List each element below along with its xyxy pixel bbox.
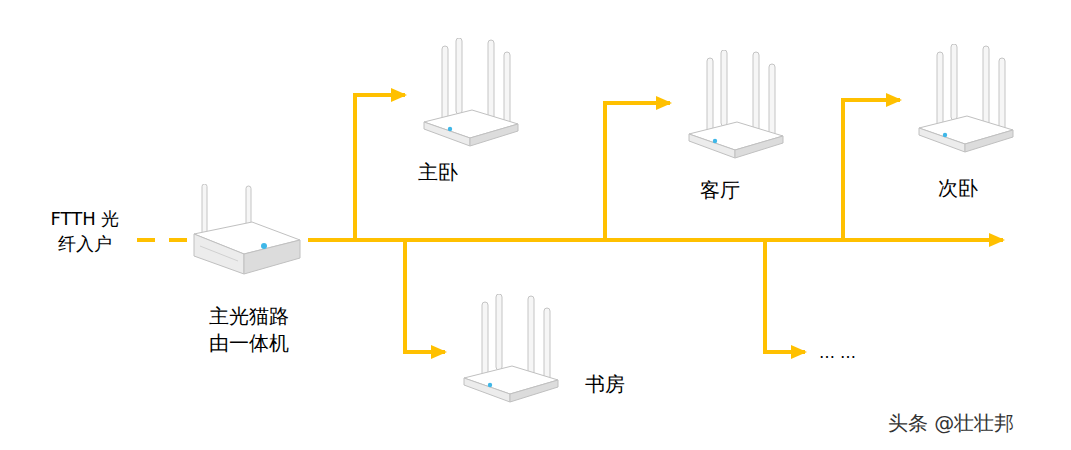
connector-arrow [308, 240, 805, 352]
connector-arrow [137, 238, 188, 242]
connector-arrow [308, 240, 445, 352]
router: 主卧 [415, 38, 525, 188]
router: 次卧 [910, 44, 1020, 204]
more-text: … … [815, 341, 869, 365]
modem-router-icon [194, 184, 300, 274]
connector-arrow [308, 103, 670, 240]
source-text: FTTH 光纤入户 [45, 206, 129, 260]
node-label: 客厅 [700, 178, 740, 202]
router-icon [919, 44, 1013, 152]
node-label: 主卧 [418, 160, 458, 184]
router-icon [464, 294, 558, 402]
router-icon [689, 50, 783, 158]
router: 客厅 [680, 50, 790, 204]
node-label: 主光猫路 由一体机 [204, 303, 294, 357]
connector-arrow [308, 100, 900, 240]
connector-arrow [308, 95, 405, 240]
router-icon [424, 38, 518, 146]
main-router: 主光猫路 由一体机 [190, 178, 308, 360]
router: 书房 [455, 294, 640, 406]
node-label: … … [819, 343, 856, 363]
node-label: FTTH 光纤入户 [45, 206, 125, 256]
node-label: 书房 [585, 372, 625, 396]
watermark: 头条 @壮壮邦 [888, 410, 1014, 437]
node-label: 次卧 [938, 176, 978, 200]
